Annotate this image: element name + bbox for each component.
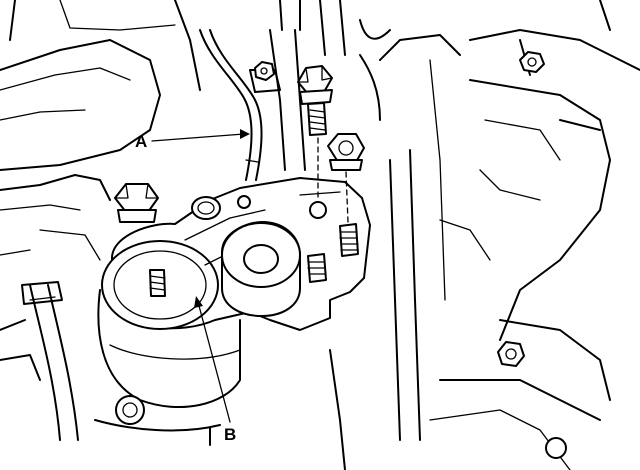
engine-block-left xyxy=(0,0,201,261)
nut-right xyxy=(327,133,365,171)
hose-left xyxy=(0,281,79,441)
label-a: A xyxy=(135,132,147,151)
upper-bracket xyxy=(249,0,346,171)
bolt-upper xyxy=(297,65,333,136)
callout-b: B xyxy=(194,296,236,444)
fuel-line-a xyxy=(199,29,263,181)
mount-bracket-b xyxy=(101,137,371,331)
callout-a: A xyxy=(135,129,250,151)
mount-body xyxy=(94,289,241,446)
housing-bolt-corner xyxy=(545,437,567,459)
housing-bolt-bottom xyxy=(497,341,525,367)
nut-left xyxy=(114,183,159,223)
housing-bolt-top xyxy=(519,51,545,73)
transmission-housing xyxy=(329,0,640,470)
top-nut xyxy=(254,61,275,81)
label-b: B xyxy=(224,425,236,444)
